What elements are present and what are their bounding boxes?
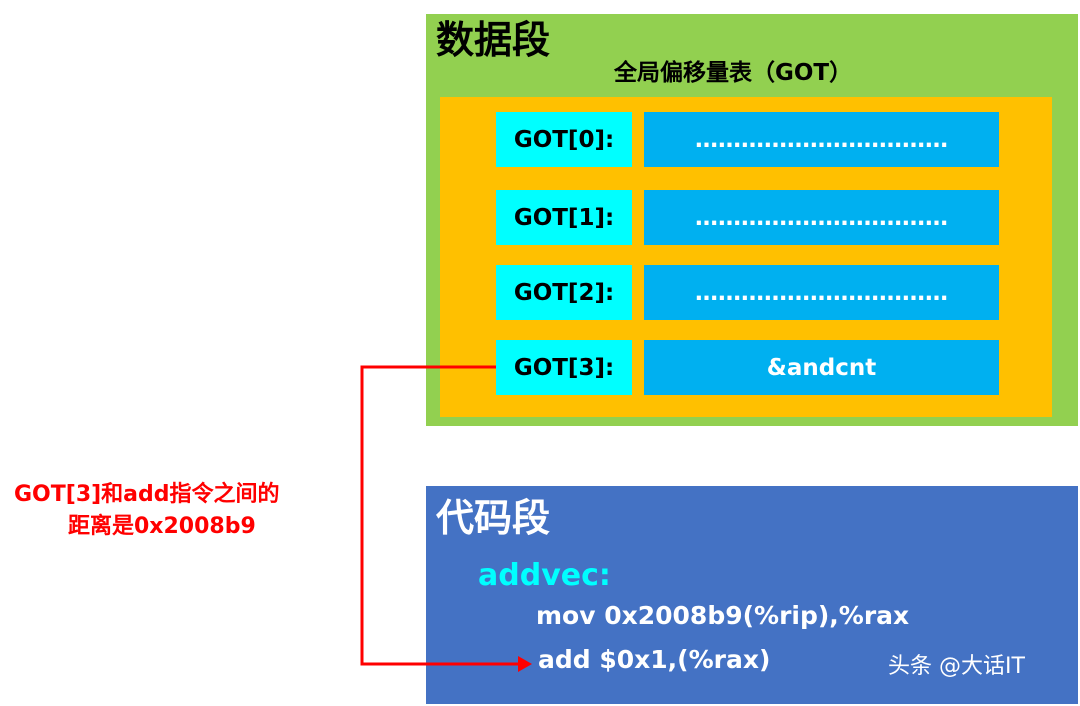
watermark: 头条 @大话IT (888, 654, 1025, 679)
got-entry-label: GOT[0]: (496, 112, 632, 167)
annotation-line-1: GOT[3]和add指令之间的 (14, 482, 280, 507)
got-entry-value: &andcnt (644, 340, 999, 395)
got-table-title: 全局偏移量表（GOT） (614, 60, 853, 86)
got-entry-label: GOT[2]: (496, 265, 632, 320)
got-entry-value: …………………………… (644, 112, 999, 167)
got-entry-label: GOT[1]: (496, 190, 632, 245)
got-entry-value: …………………………… (644, 190, 999, 245)
data-segment-title: 数据段 (436, 18, 551, 62)
got-entry-value: …………………………… (644, 265, 999, 320)
code-segment-title: 代码段 (436, 496, 551, 540)
annotation-line-2: 距离是0x2008b9 (68, 514, 256, 539)
instruction-add: add $0x1,(%rax) (538, 645, 771, 674)
got-entry-label: GOT[3]: (496, 340, 632, 395)
function-label: addvec: (478, 558, 611, 593)
instruction-mov: mov 0x2008b9(%rip),%rax (536, 601, 910, 630)
code-segment (426, 486, 1078, 704)
